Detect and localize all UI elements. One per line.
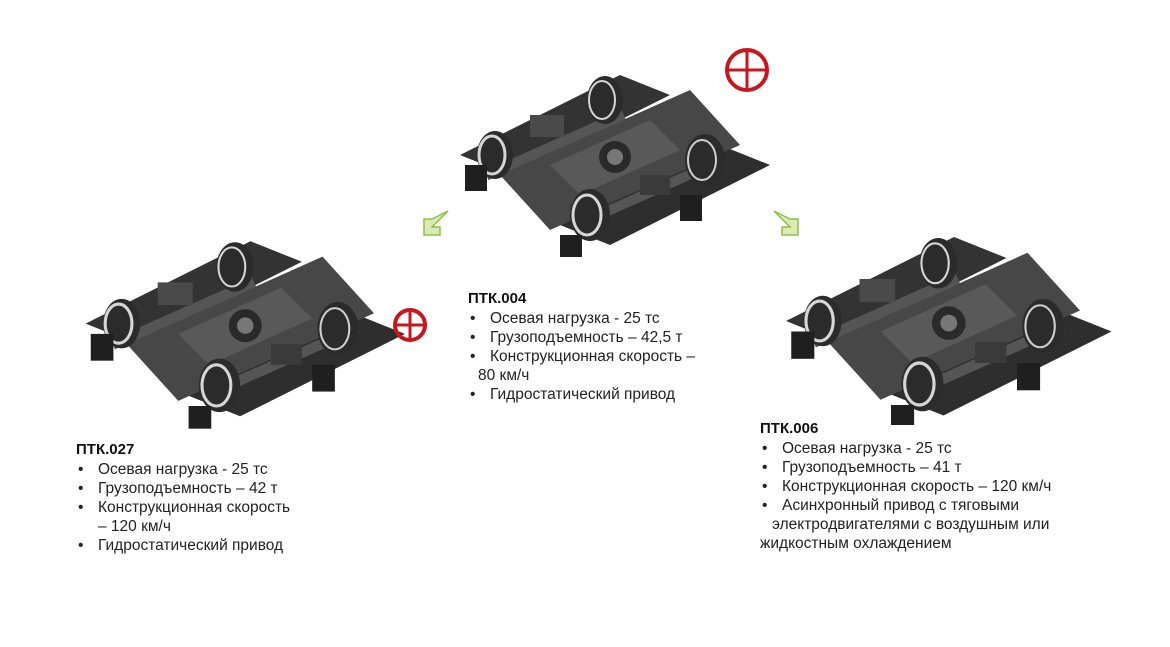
- spec-item: Осевая нагрузка - 25 тс: [760, 439, 1160, 458]
- spec-item-continuation: электродвигателями с воздушным или: [772, 516, 1050, 533]
- spec-item: Асинхронный привод с тяговыми: [760, 496, 1160, 515]
- spec-item-continuation: – 120 км/ч: [98, 518, 171, 535]
- spec-item: Осевая нагрузка - 25 тс: [76, 460, 376, 479]
- spec-item: Конструкционная скорость – 120 км/ч: [760, 477, 1160, 496]
- spec-item-continuation: жидкостным охлаждением: [760, 535, 952, 552]
- spec-item: Грузоподъемность – 42 т: [76, 479, 376, 498]
- arrow-down-right-icon: [768, 205, 804, 246]
- arrow-down-left-icon: [418, 205, 454, 246]
- spec-item: Гидростатический привод: [468, 385, 768, 404]
- spec-item: Осевая нагрузка - 25 тс: [468, 309, 768, 328]
- spec-ptk006: ПТК.006 Осевая нагрузка - 25 тс Грузопод…: [760, 420, 1160, 553]
- bogie-ptk004-image: [435, 30, 795, 270]
- spec-item: Грузоподъемность – 41 т: [760, 458, 1160, 477]
- spec-title: ПТК.004: [468, 290, 527, 307]
- spec-title: ПТК.027: [76, 441, 135, 458]
- spec-title: ПТК.006: [760, 420, 819, 437]
- bogie-ptk027-image: [60, 195, 440, 435]
- spec-item-continuation: 80 км/ч: [478, 367, 530, 384]
- spec-item: Конструкционная скорость: [76, 498, 376, 517]
- spec-item: Гидростатический привод: [76, 536, 376, 555]
- spec-ptk027: ПТК.027 Осевая нагрузка - 25 тс Грузопод…: [76, 441, 376, 555]
- spec-ptk004: ПТК.004 Осевая нагрузка - 25 тс Грузопод…: [468, 290, 768, 404]
- bogie-ptk006-image: [760, 195, 1150, 425]
- spec-item: Грузоподъемность – 42,5 т: [468, 328, 768, 347]
- spec-item: Конструкционная скорость –: [468, 347, 768, 366]
